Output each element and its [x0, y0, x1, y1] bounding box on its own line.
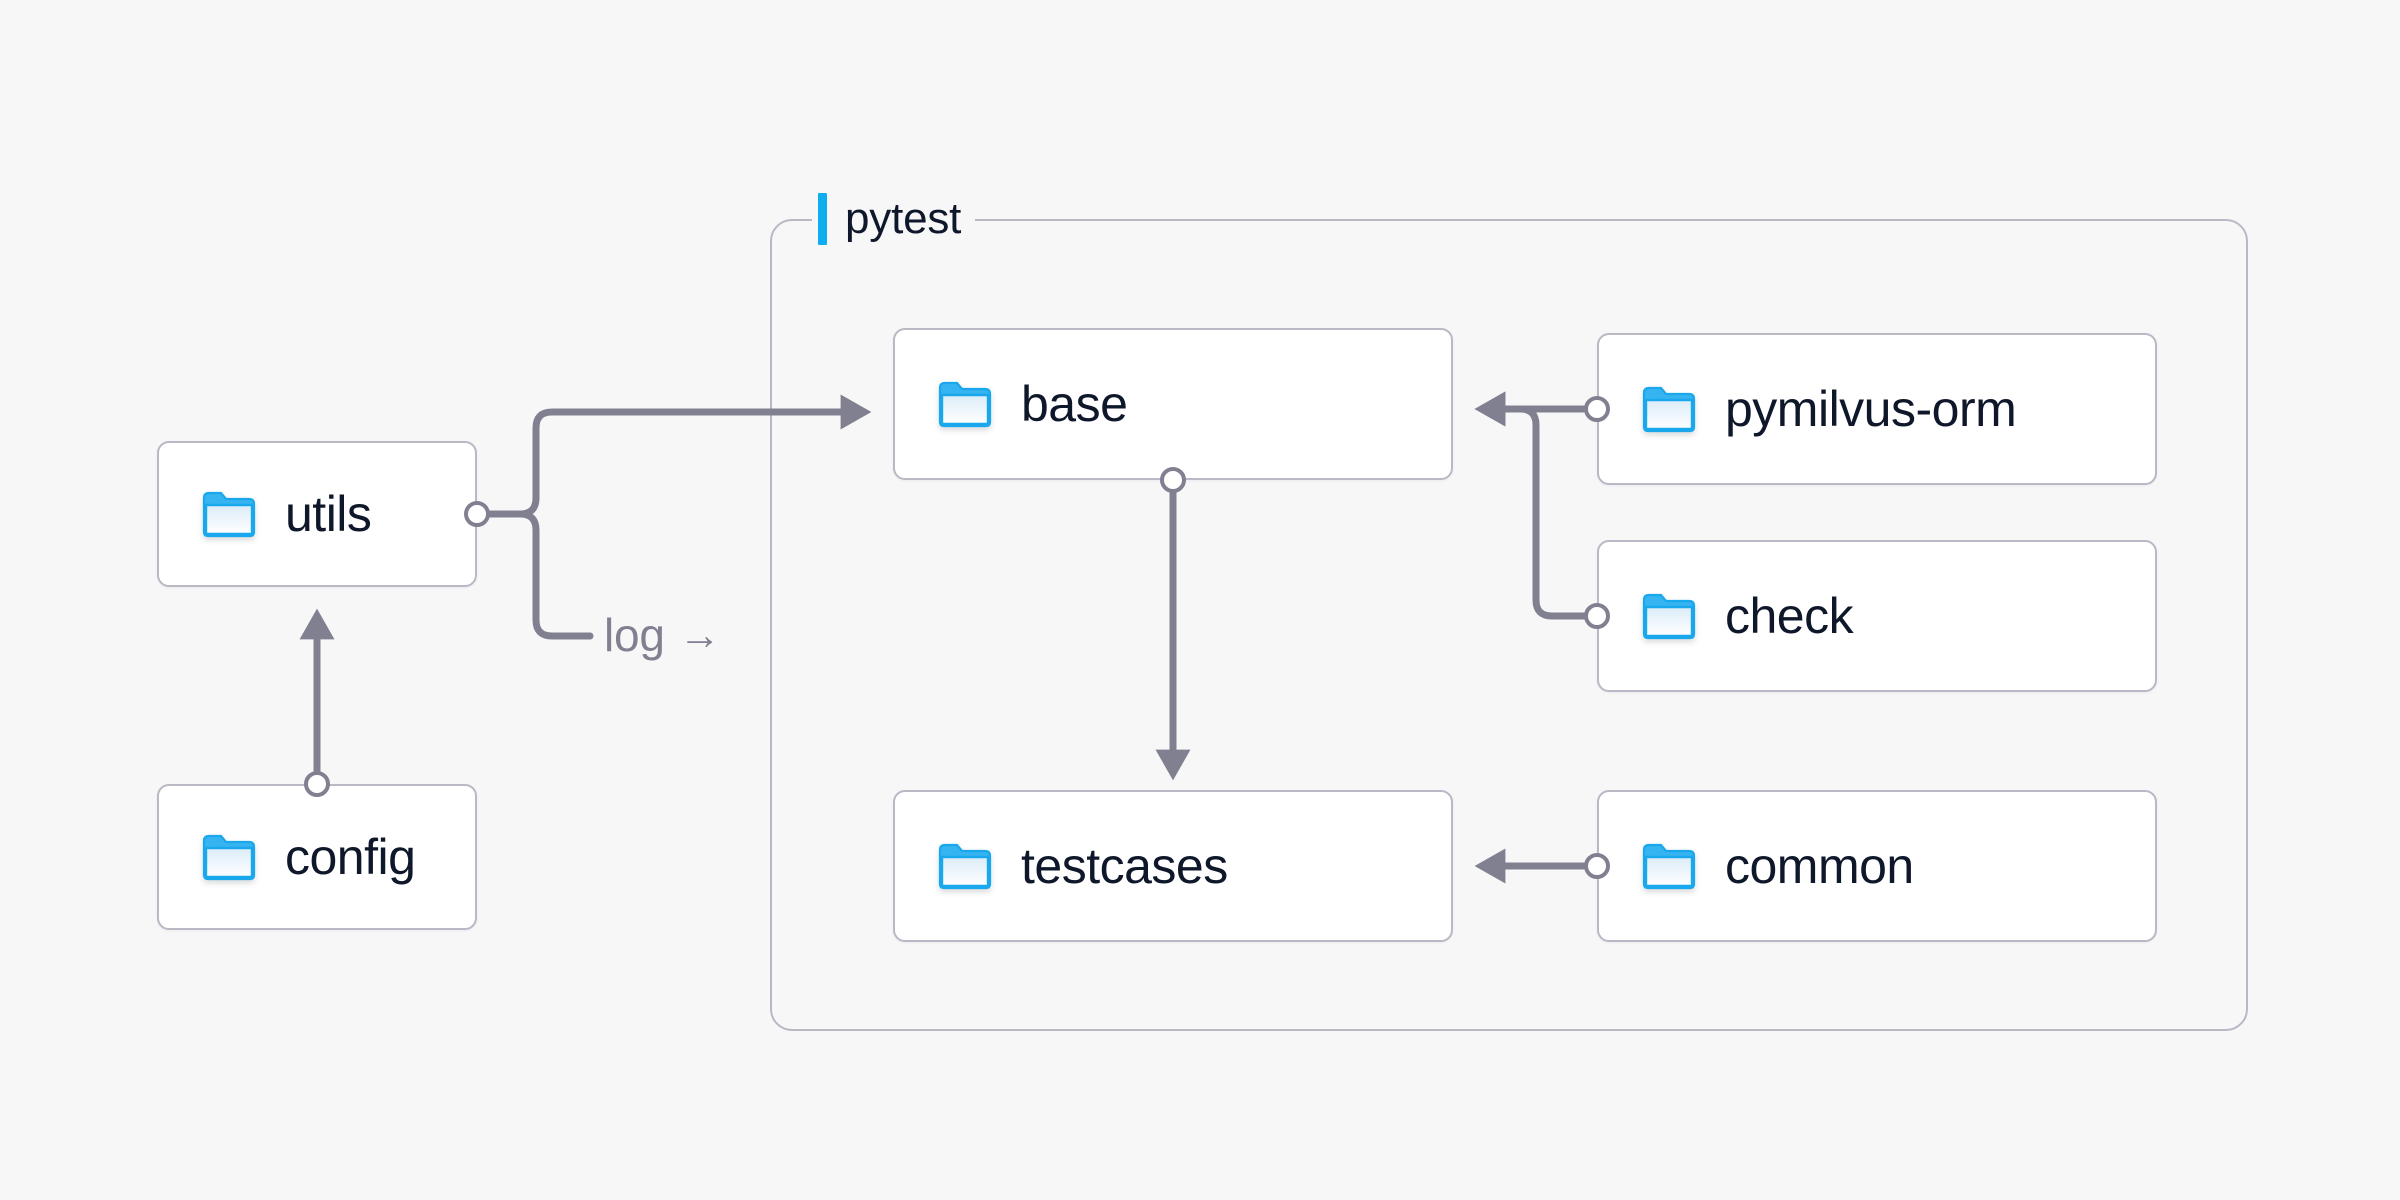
node-utils-label: utils	[285, 486, 372, 542]
folder-icon	[1642, 386, 1696, 433]
port-config-top[interactable]	[304, 771, 330, 797]
group-pytest[interactable]	[770, 219, 2248, 1031]
node-config[interactable]: config	[157, 784, 477, 930]
node-base[interactable]: base	[893, 328, 1453, 480]
folder-icon	[1642, 843, 1696, 890]
accent-bar-icon	[818, 193, 827, 245]
node-testcases[interactable]: testcases	[893, 790, 1453, 942]
group-pytest-label-text: pytest	[845, 194, 962, 243]
folder-icon	[938, 381, 992, 428]
edge-utils-log	[486, 510, 594, 640]
node-testcases-label: testcases	[1021, 838, 1228, 894]
port-base-bottom[interactable]	[1160, 467, 1186, 493]
node-check-label: check	[1725, 588, 1854, 644]
port-check-left[interactable]	[1584, 603, 1610, 629]
node-pymilvus-orm[interactable]: pymilvus-orm	[1597, 333, 2157, 485]
folder-icon	[1642, 593, 1696, 640]
edge-label-log: log →	[604, 612, 721, 658]
node-pymilvus-orm-label: pymilvus-orm	[1725, 381, 2017, 437]
folder-icon	[202, 491, 256, 538]
port-common-left[interactable]	[1584, 853, 1610, 879]
port-pymilvus-orm-left[interactable]	[1584, 396, 1610, 422]
node-common[interactable]: common	[1597, 790, 2157, 942]
node-config-label: config	[285, 829, 416, 885]
node-common-label: common	[1725, 838, 1914, 894]
folder-icon	[202, 834, 256, 881]
folder-icon	[938, 843, 992, 890]
arrow-right-icon: →	[678, 611, 721, 658]
group-pytest-label: pytest	[812, 193, 976, 245]
node-utils[interactable]: utils	[157, 441, 477, 587]
node-check[interactable]: check	[1597, 540, 2157, 692]
port-utils-right[interactable]	[464, 501, 490, 527]
node-base-label: base	[1021, 376, 1128, 432]
edge-label-log-text: log	[604, 609, 665, 661]
